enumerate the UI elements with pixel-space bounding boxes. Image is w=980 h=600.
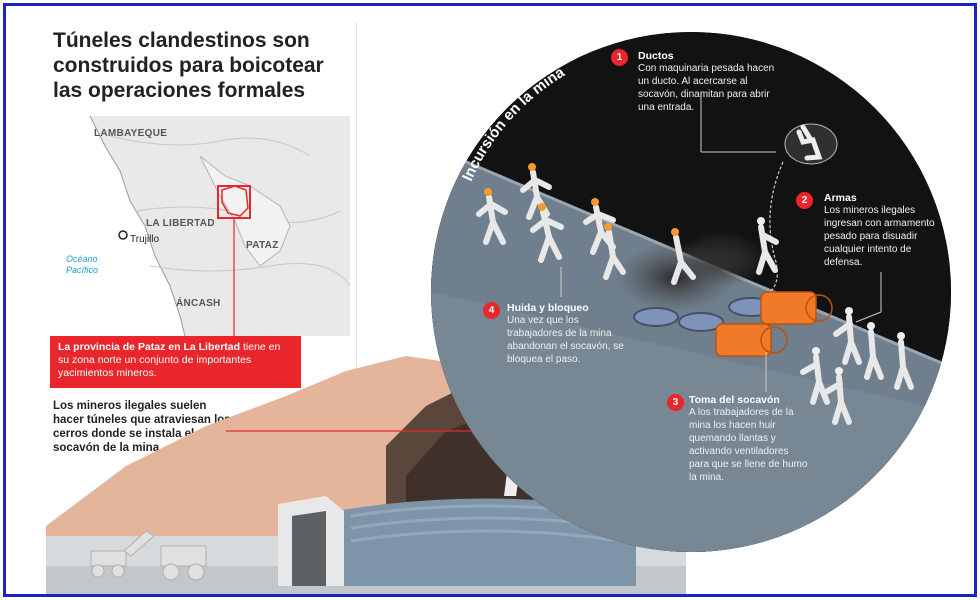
- step-1-text: Con maquinaria pesada hacen un ducto. Al…: [638, 63, 775, 113]
- step-4-badge: 4: [483, 302, 500, 319]
- step-3-text: A los trabajadores de la mina los hacen …: [689, 407, 808, 483]
- step-1: Ductos Con maquinaria pesada hacen un du…: [638, 50, 778, 114]
- step-1-badge: 1: [611, 49, 628, 66]
- page-title: Túneles clandestinos son construidos par…: [53, 29, 324, 102]
- region-label-pataz: PATAZ: [246, 240, 279, 251]
- mine-incursion-graphic: Incursión en la mina: [431, 32, 951, 552]
- panel-divider: [356, 22, 357, 594]
- region-map: LAMBAYEQUE LA LIBERTAD PATAZ ÁNCASH Truj…: [50, 116, 350, 336]
- info-box-highlight: La provincia de Pataz en La Libertad: [58, 341, 241, 353]
- infographic-frame: Túneles clandestinos son construidos par…: [3, 3, 977, 597]
- step-2-badge: 2: [796, 192, 813, 209]
- ocean-label-line2: Pacífico: [66, 265, 99, 275]
- step-2-text: Los mineros ilegales ingresan con armame…: [824, 205, 935, 268]
- step-4: Huida y bloqueo Una vez que los trabajad…: [507, 302, 625, 366]
- mine-incursion-diagram: Incursión en la mina 1 Ductos Con maquin…: [431, 32, 951, 552]
- step-3: Toma del socavón A los trabajadores de l…: [689, 394, 809, 484]
- city-marker-icon: [118, 230, 128, 240]
- step-4-text: Una vez que los trabajadores de la mina …: [507, 315, 624, 365]
- tunnel-caption: Los mineros ilegales suelen hacer túnele…: [53, 400, 231, 454]
- step-3-badge: 3: [667, 394, 684, 411]
- step-3-title: Toma del socavón: [689, 394, 780, 406]
- map-graphic: [50, 116, 350, 336]
- step-2-title: Armas: [824, 192, 857, 204]
- ocean-label-line1: Océano: [66, 254, 98, 264]
- ocean-label: Océano Pacífico: [66, 254, 98, 276]
- region-label-la-libertad: LA LIBERTAD: [146, 218, 215, 229]
- city-label-trujillo: Trujillo: [130, 234, 160, 245]
- info-box-text: tiene en su zona norte un conjunto de im…: [58, 341, 281, 379]
- step-4-title: Huida y bloqueo: [507, 302, 589, 314]
- step-1-title: Ductos: [638, 50, 674, 62]
- region-label-ancash: ÁNCASH: [176, 298, 221, 309]
- info-box: La provincia de Pataz en La Libertad tie…: [50, 336, 301, 388]
- step-2: Armas Los mineros ilegales ingresan con …: [824, 192, 939, 269]
- region-label-lambayeque: LAMBAYEQUE: [94, 128, 168, 139]
